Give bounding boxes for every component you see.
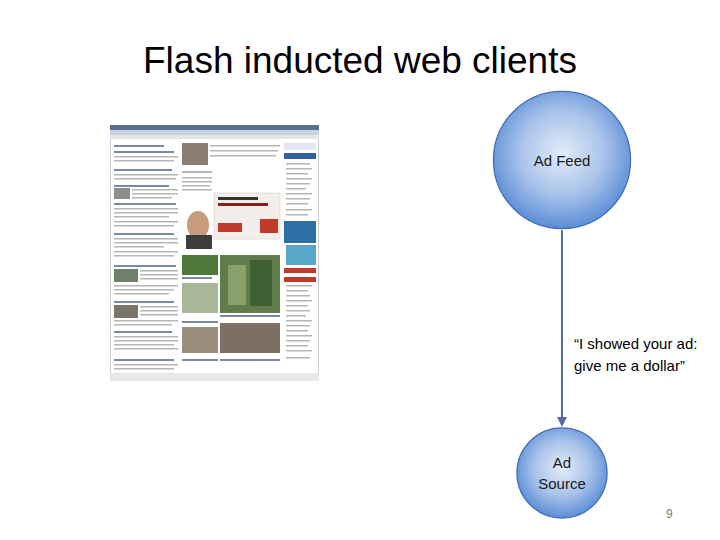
connector-arrow <box>557 230 567 427</box>
circle-outline <box>516 427 608 519</box>
node-text: Ad Feed <box>502 150 622 171</box>
node-text: Ad Source <box>531 452 593 494</box>
node-label: Ad Feed <box>502 150 622 171</box>
arrow-head <box>557 417 567 427</box>
connector-line <box>561 230 563 418</box>
slide-title: Flash inducted web clients <box>0 40 720 82</box>
circle-shape <box>517 428 607 518</box>
circle-node: Ad Source <box>516 427 608 519</box>
edge-label: “I showed your ad: give me a dollar” <box>574 333 718 377</box>
page-number: 9 <box>666 507 673 521</box>
node-label: Ad Source <box>531 452 593 494</box>
circle-shape <box>493 91 630 228</box>
web-page-screenshot <box>110 125 319 381</box>
circle-node: Ad Feed <box>492 90 632 230</box>
